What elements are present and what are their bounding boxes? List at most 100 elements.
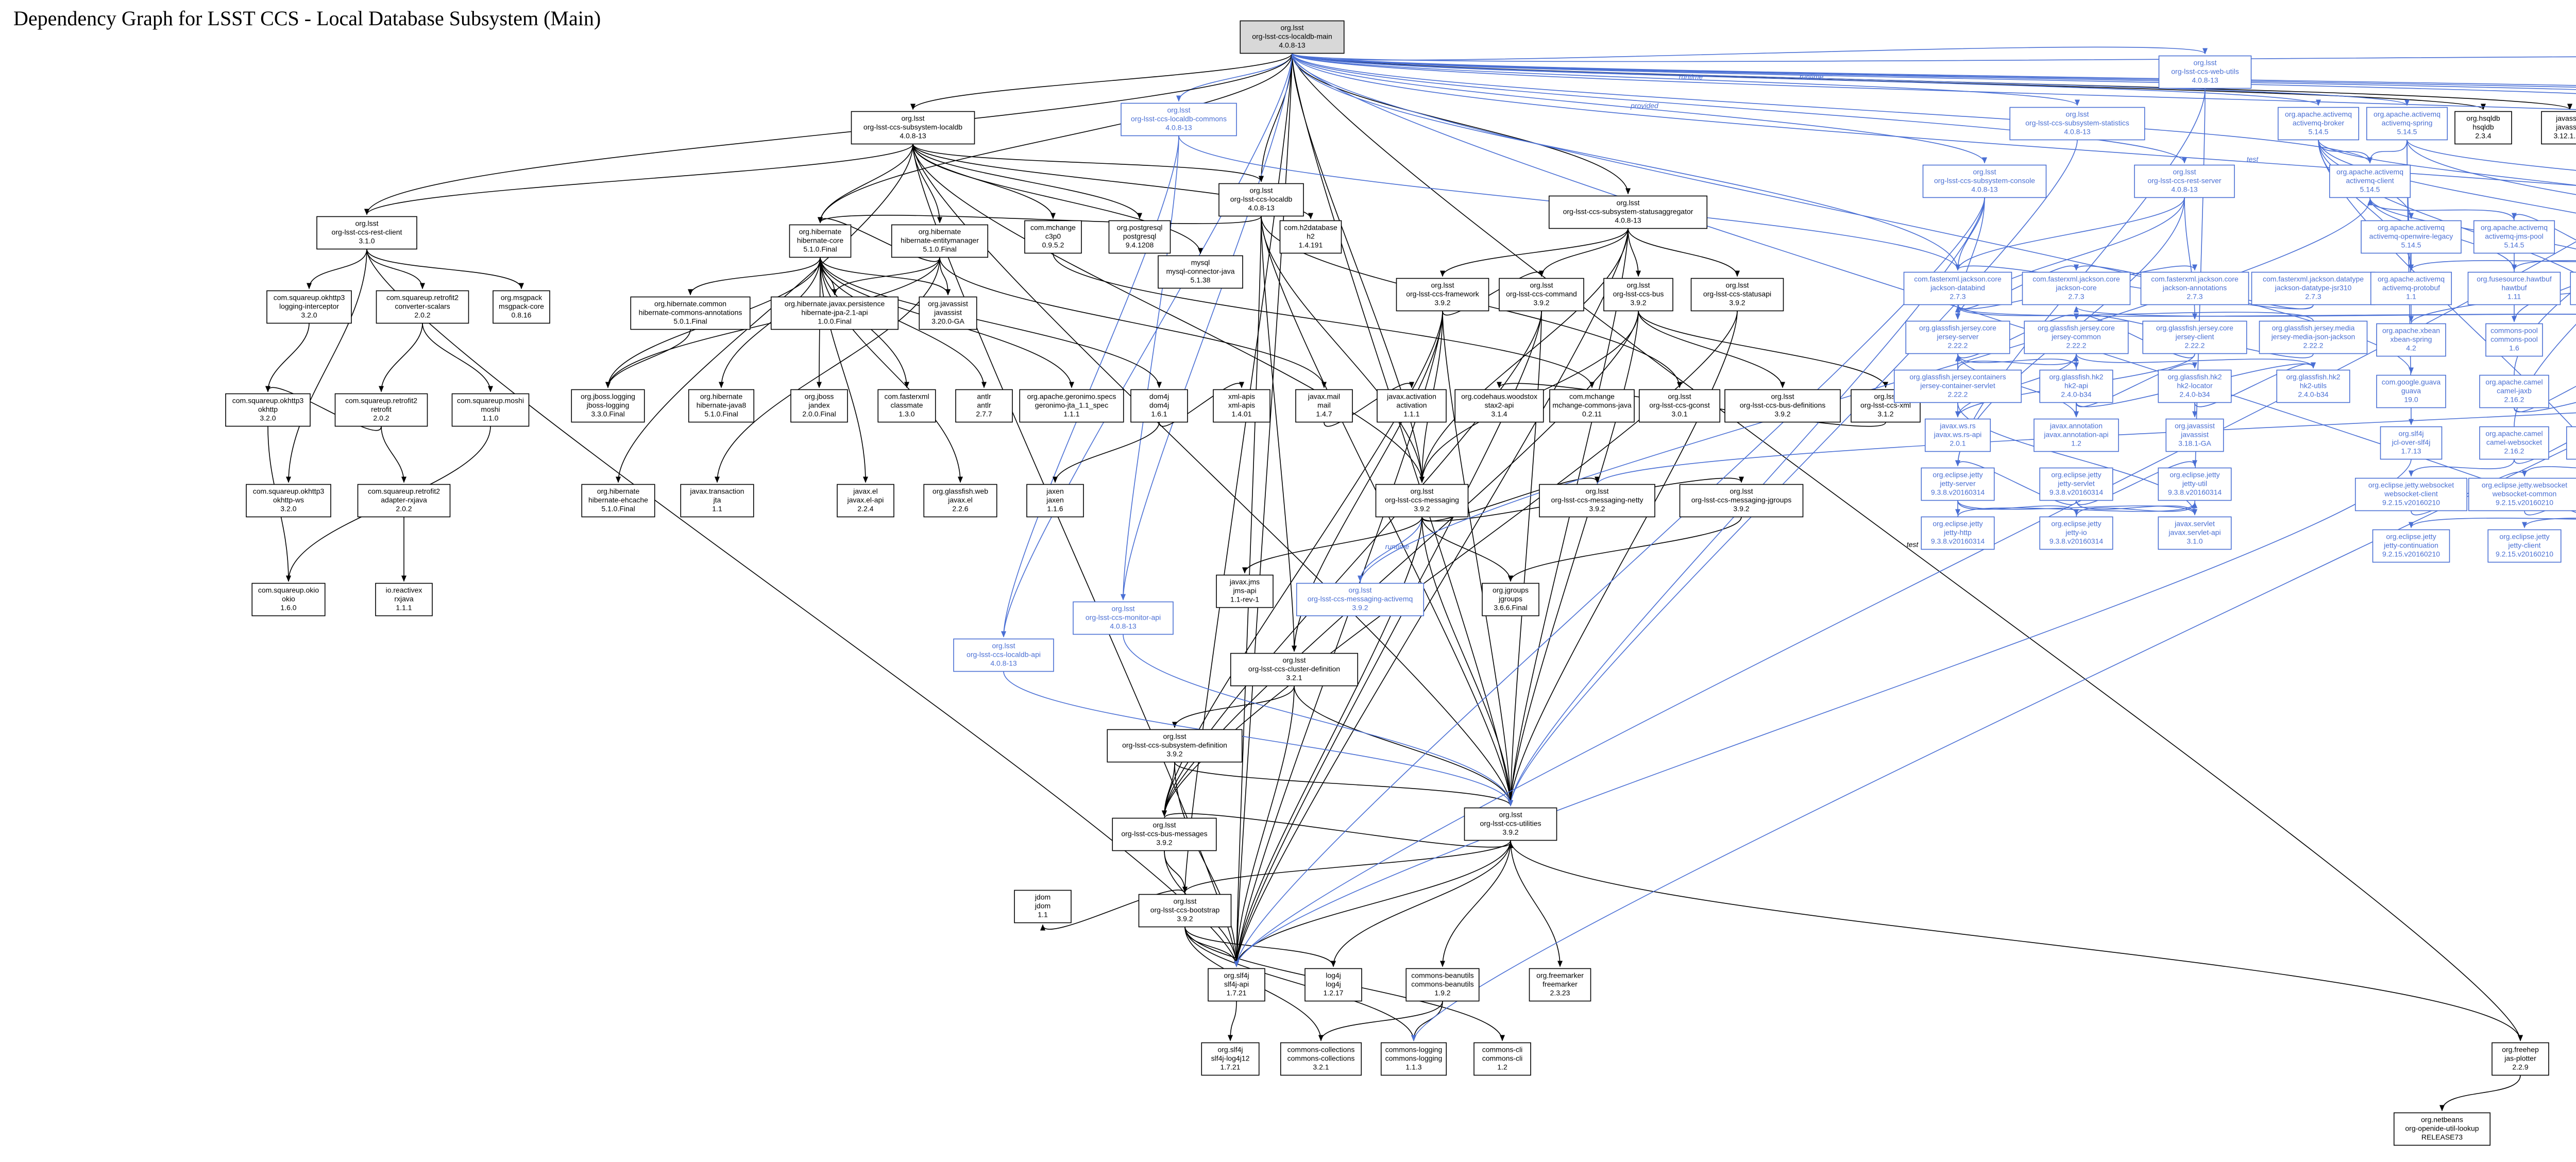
dependency-edge	[1508, 140, 2078, 807]
node-box	[1112, 817, 1217, 851]
node-box	[246, 484, 331, 518]
node-box	[1218, 183, 1304, 217]
artifact-group: org.lsst	[1668, 392, 1691, 401]
artifact-version: 3.1.2	[1877, 410, 1893, 418]
dependency-edge	[366, 249, 524, 289]
node-box	[1026, 484, 1084, 518]
dependency-edge	[912, 144, 1203, 254]
dependency-edge	[1628, 228, 1641, 277]
artifact-id: activemq-openwire-legacy	[2369, 232, 2453, 241]
artifact-group: org.lsst	[1530, 281, 1553, 289]
artifact-id: commons-logging	[1385, 1054, 1443, 1063]
dependency-node-RA26: org.eclipse.jettyjetty-client9.2.15.v201…	[2487, 529, 2562, 563]
artifact-version: 3.9.2	[1589, 505, 1605, 513]
node-box	[891, 224, 989, 258]
artifact-id: okhttp-ws	[273, 496, 304, 504]
artifact-version: 3.18.1-GA	[2178, 439, 2211, 448]
artifact-id: converter-scalars	[395, 302, 450, 311]
dependency-edge	[2406, 140, 2576, 171]
artifact-version: 5.1.38	[1191, 276, 1211, 284]
artifact-version: 5.14.5	[2309, 128, 2329, 136]
artifact-version: 1.4.191	[1299, 241, 1323, 249]
node-box	[1405, 968, 1480, 1002]
node-box	[376, 290, 469, 324]
artifact-group: org.lsst	[1163, 732, 1186, 741]
node-box	[1024, 220, 1082, 254]
artifact-version: 3.9.2	[1156, 839, 1172, 847]
artifact-id: jersey-client	[2175, 333, 2214, 341]
artifact-id: jetty-util	[2182, 480, 2207, 488]
node-box	[1905, 320, 2010, 354]
node-box	[1529, 968, 1591, 1002]
artifact-id: org-lsst-ccs-xml	[1860, 401, 1911, 409]
artifact-version: 1.1.6	[1047, 505, 1063, 513]
dependency-edge	[605, 329, 691, 388]
artifact-id: websocket-common	[2492, 490, 2557, 498]
node-box	[1924, 418, 1991, 452]
artifact-id: org-lsst-ccs-bus-messages	[1121, 830, 1207, 838]
dependency-edge	[2409, 518, 2576, 528]
dependency-edge	[2409, 459, 2515, 477]
artifact-group: org.hibernate.common	[654, 300, 726, 308]
artifact-group: org.lsst	[1730, 487, 1753, 495]
artifact-version: 3.1.0	[2187, 537, 2202, 545]
node-box	[451, 393, 530, 427]
artifact-version: 2.22.2	[1948, 390, 1968, 399]
node-box	[2354, 477, 2468, 511]
dependency-edge	[818, 53, 1293, 224]
artifact-version: 2.2.4	[857, 505, 873, 513]
node-box	[1539, 484, 1655, 518]
artifact-id: hk2-api	[2064, 382, 2088, 390]
artifact-version: 0.8.16	[512, 311, 532, 319]
node-box	[225, 393, 311, 427]
artifact-group: org.lsst	[992, 642, 1015, 650]
artifact-group: org.slf4j	[1224, 971, 1249, 980]
dependency-edge	[1442, 270, 1544, 316]
artifact-id: msgpack-core	[499, 302, 544, 311]
dependency-edge	[1292, 53, 1631, 195]
artifact-version: 2.0.0.Final	[802, 410, 836, 418]
artifact-id: jdom	[1035, 902, 1050, 910]
dependency-node-RJ3: com.fasterxml.jackson.corejackson-annota…	[2140, 271, 2249, 305]
dependency-edge	[1003, 671, 1513, 807]
dependency-edge	[1411, 443, 2576, 1041]
artifact-group: org.lsst	[1874, 392, 1897, 401]
dependency-node-RJ6: org.glassfish.jersey.corejersey-common2.…	[2024, 320, 2129, 354]
dependency-edge	[1234, 311, 1443, 967]
artifact-group: org.lsst	[1410, 487, 1433, 495]
artifact-version: 19.0	[2404, 396, 2418, 404]
artifact-group: org.hibernate.javax.persistence	[785, 300, 885, 308]
artifact-version: 1.7.21	[1227, 989, 1247, 997]
artifact-version: 9.3.8.v20160314	[2168, 488, 2222, 497]
node-box	[1208, 968, 1265, 1002]
artifact-id: hawtbuf	[2501, 284, 2527, 292]
dependency-node-RA25: org.eclipse.jettyjetty-continuation9.2.1…	[2372, 529, 2450, 563]
artifact-group: org.eclipse.jetty	[1933, 471, 1982, 479]
node-box	[581, 484, 655, 518]
dependency-edge	[1510, 840, 2523, 1041]
node-box	[1603, 278, 1673, 312]
artifact-group: org.hibernate	[799, 228, 842, 236]
dependency-edge	[1176, 53, 1293, 102]
dependency-edge	[1164, 850, 1188, 893]
artifact-id: hibernate-commons-annotations	[639, 309, 742, 317]
artifact-group: dom4j	[1149, 392, 1169, 401]
artifact-group: io.reactivex	[386, 586, 422, 594]
dependency-edge	[1162, 762, 1175, 817]
artifact-version: 3.6.6.Final	[1494, 604, 1527, 612]
artifact-group: commons-collections	[1287, 1046, 1355, 1054]
artifact-id: h2	[1307, 232, 1315, 241]
artifact-id: commons-beanutils	[1411, 980, 1473, 988]
artifact-id: guava	[2401, 387, 2421, 395]
artifact-version: 2.4.0-b34	[2298, 390, 2328, 399]
node-box	[1473, 1042, 1531, 1076]
